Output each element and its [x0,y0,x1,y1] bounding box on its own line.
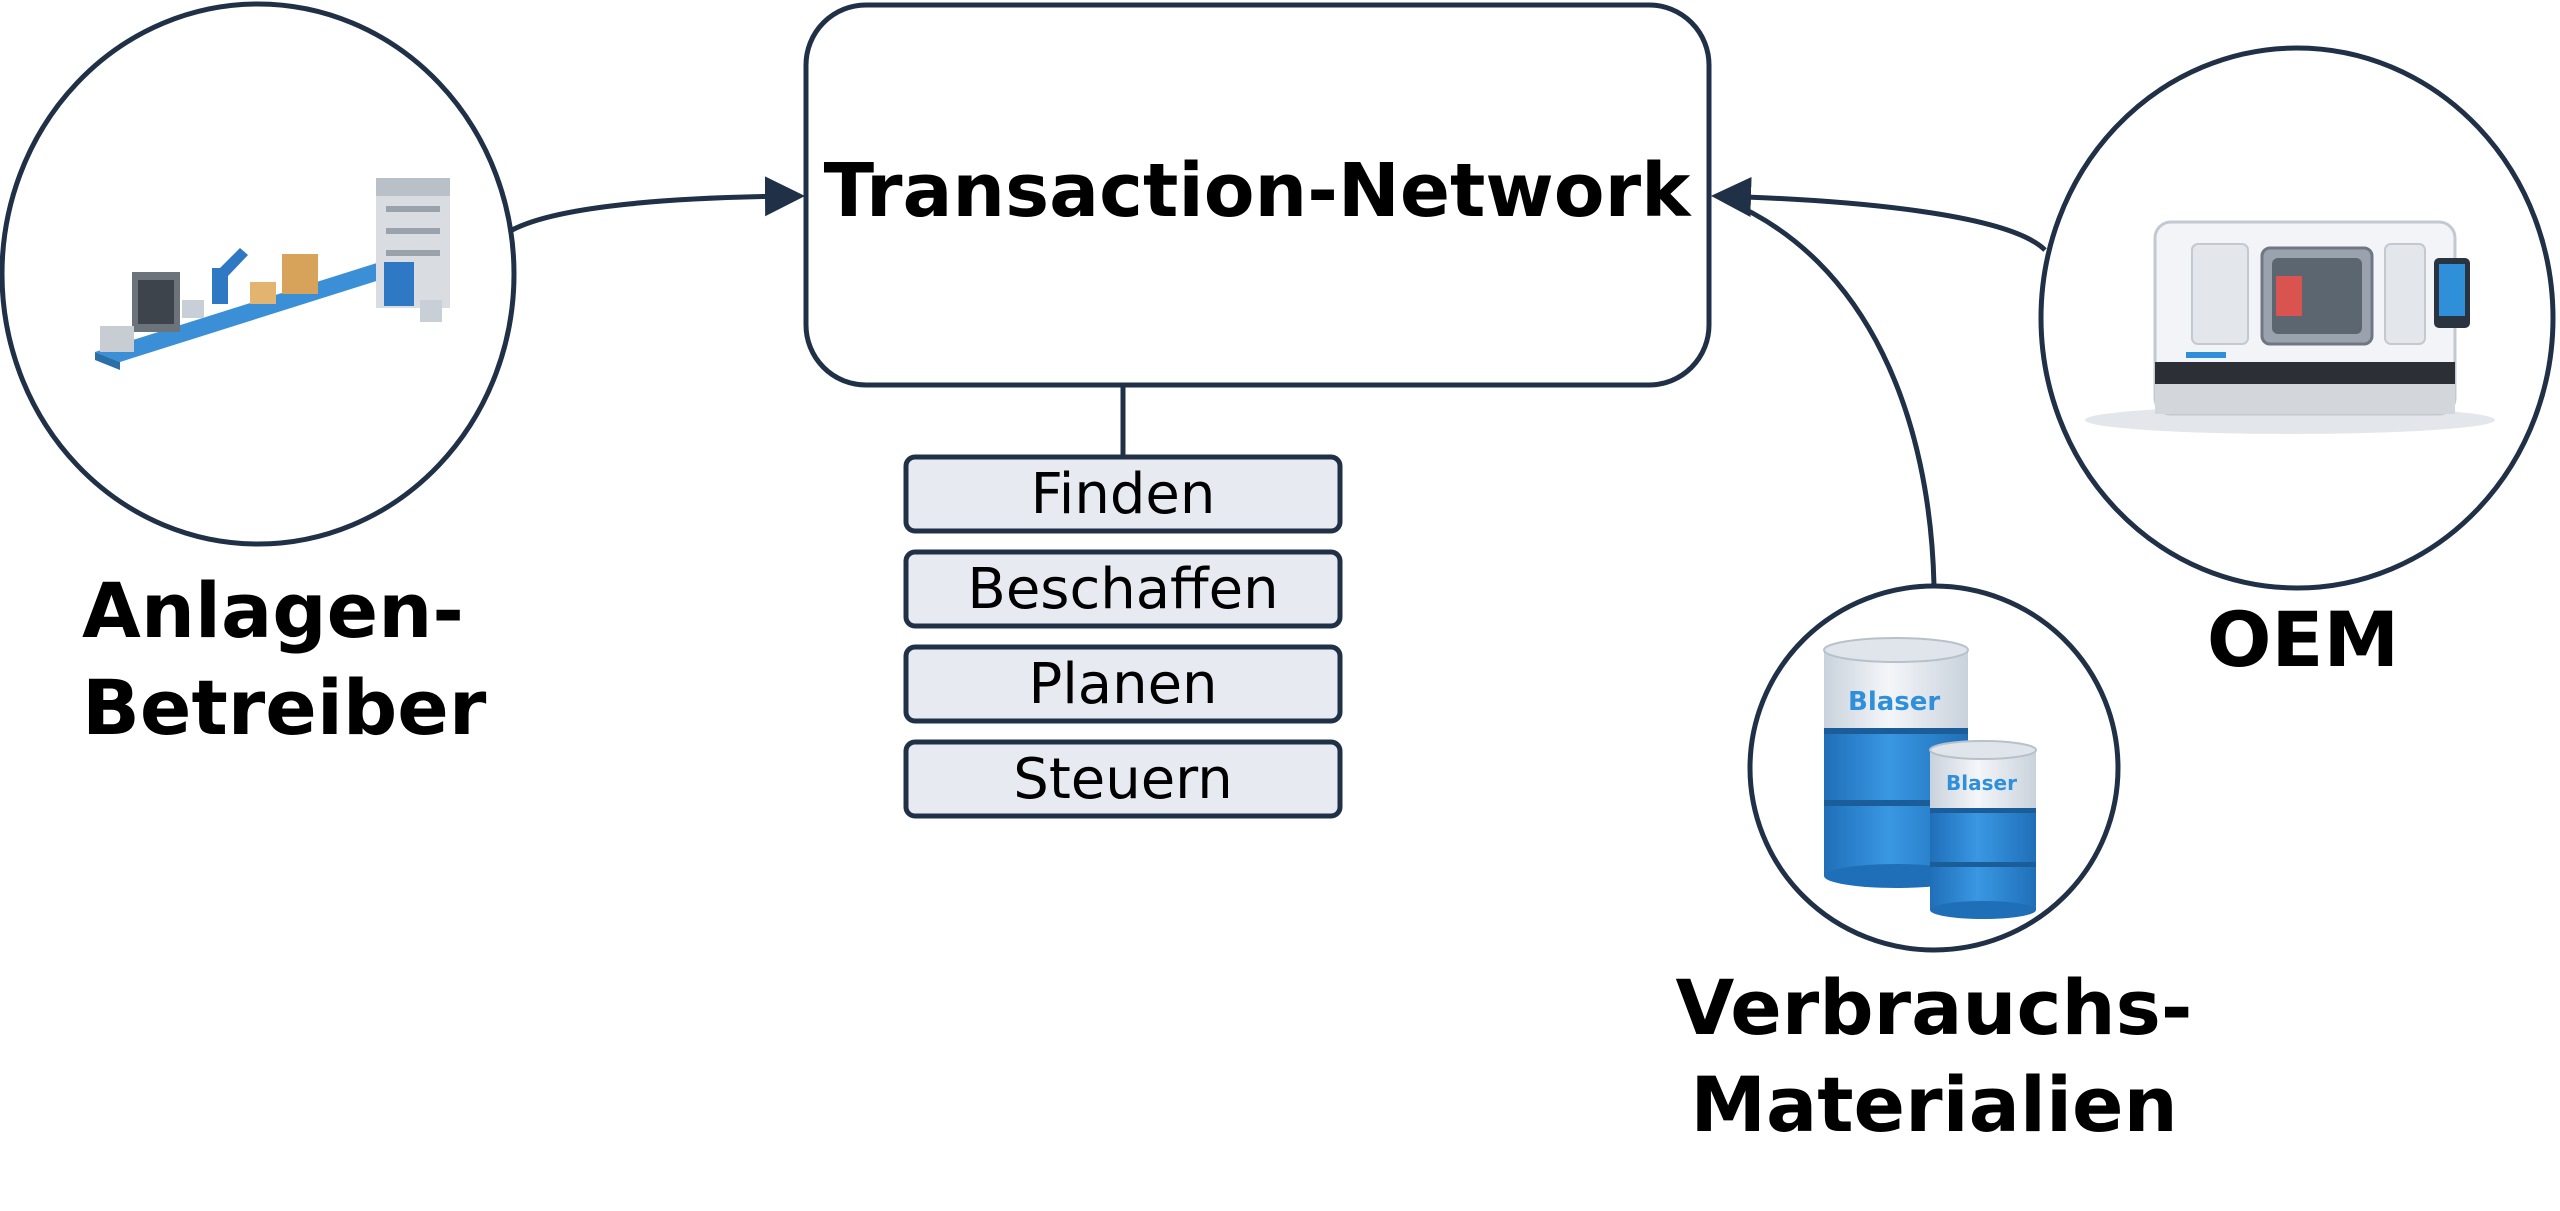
function-label-steuern: Steuern [1013,747,1232,812]
verbrauch-label-line2: Materialien [1690,1060,2177,1149]
production-line-icon [95,178,450,370]
function-box-beschaffen: Beschaffen [903,549,1343,629]
oil-barrel-icon: Blaser Blaser [1823,637,2037,919]
transaction-network-box: Transaction-Network [803,2,1712,388]
anlagen-label-line2: Betreiber [82,663,487,752]
hub-title: Transaction-Network [824,148,1692,234]
function-label-beschaffen: Beschaffen [967,557,1278,622]
function-box-steuern: Steuern [903,739,1343,819]
anlagen-betreiber-node [0,1,517,547]
function-label-finden: Finden [1031,462,1216,527]
machine-tool-icon [2085,220,2495,434]
verbrauchs-materialien-node: Blaser Blaser [1747,583,2121,953]
connector-verbrauch-to-network [1724,197,1937,586]
barrel-brand-large: Blaser [1848,687,1940,717]
oem-node [2038,45,2556,591]
verbrauch-label-line1: Verbrauchs- [1676,963,2193,1052]
anlagen-label-line1: Anlagen- [82,566,464,655]
function-box-planen: Planen [903,644,1343,724]
function-box-finden: Finden [903,454,1343,534]
oem-label: OEM [2207,595,2399,684]
connector-oem-to-network [1711,176,2047,252]
barrel-brand-small: Blaser [1946,771,2017,795]
connector-anlagen-to-network [510,176,805,233]
function-label-planen: Planen [1028,652,1217,717]
